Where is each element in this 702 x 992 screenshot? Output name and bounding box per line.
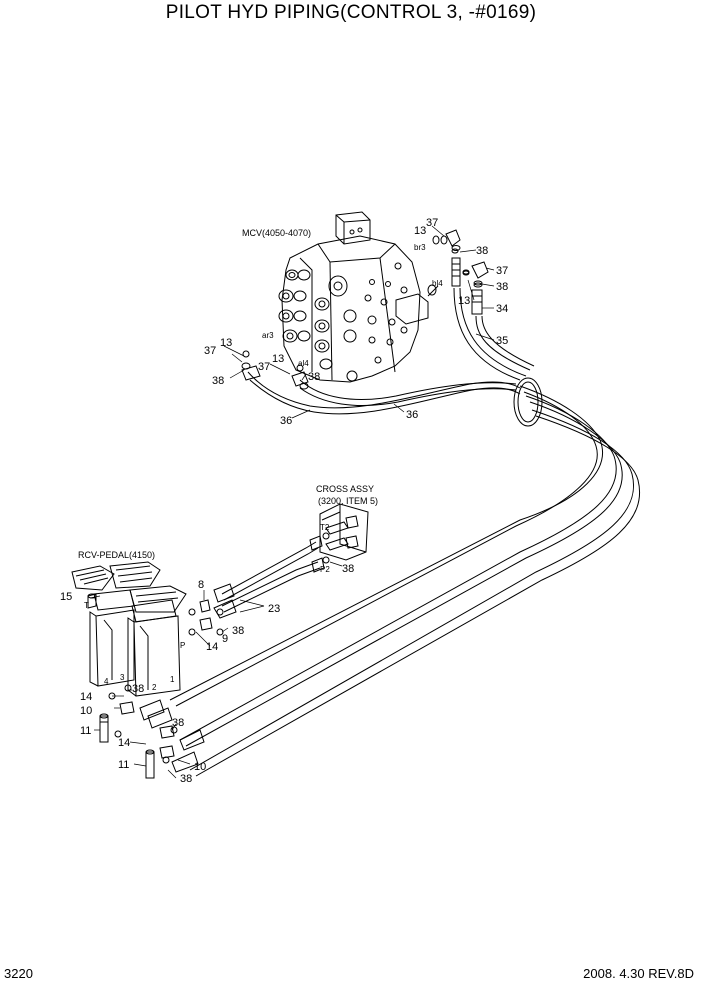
callout-numbers: 13 37 38 37 38 13 34 35 37 13 38 37 13 3… bbox=[60, 217, 508, 785]
port-br3: br3 bbox=[414, 243, 426, 252]
port-t2: T2 bbox=[320, 523, 330, 532]
callout-38: 38 bbox=[232, 625, 244, 637]
port-1: 1 bbox=[170, 675, 175, 684]
callout-37: 37 bbox=[258, 361, 270, 373]
callout-23: 23 bbox=[268, 603, 280, 615]
port-3: 3 bbox=[120, 673, 125, 682]
callout-10: 10 bbox=[80, 705, 92, 717]
callout-34: 34 bbox=[496, 303, 508, 315]
callout-14: 14 bbox=[118, 737, 130, 749]
port-p: P bbox=[180, 641, 185, 650]
leader-lines bbox=[89, 225, 495, 779]
callout-36: 36 bbox=[280, 415, 292, 427]
callout-38: 38 bbox=[132, 683, 144, 695]
o-rings bbox=[188, 235, 483, 636]
callout-38: 38 bbox=[342, 563, 354, 575]
pilot-hoses-23 bbox=[213, 535, 325, 619]
callout-15: 15 bbox=[60, 591, 72, 603]
callout-37: 37 bbox=[426, 217, 438, 229]
port-ar3: ar3 bbox=[262, 331, 274, 340]
mcv-label: MCV(4050-4070) bbox=[242, 228, 311, 238]
callout-37: 37 bbox=[204, 345, 216, 357]
hose-clamp bbox=[513, 377, 543, 427]
pilot-hoses-35 bbox=[453, 287, 535, 381]
port-p2: P2 bbox=[320, 565, 330, 574]
long-pilot-hoses bbox=[169, 385, 640, 777]
callout-10: 10 bbox=[194, 761, 206, 773]
rcv-pedal bbox=[71, 561, 187, 697]
pedal-fittings bbox=[99, 599, 224, 779]
pilot-hoses-36 bbox=[241, 365, 521, 415]
callout-14: 14 bbox=[206, 641, 218, 653]
callout-11: 11 bbox=[118, 759, 129, 771]
callout-9: 9 bbox=[222, 633, 228, 645]
callout-38: 38 bbox=[180, 773, 192, 785]
callout-36: 36 bbox=[406, 409, 418, 421]
callout-13: 13 bbox=[220, 337, 232, 349]
page-number: 3220 bbox=[4, 966, 33, 981]
cross-assy-ref-label: (3200, ITEM 5) bbox=[318, 496, 378, 506]
date-revision: 2008. 4.30 REV.8D bbox=[583, 966, 694, 981]
callout-38: 38 bbox=[212, 375, 224, 387]
port-t: T bbox=[84, 601, 89, 610]
callout-13: 13 bbox=[272, 353, 284, 365]
cross-assy bbox=[319, 503, 369, 561]
cross-assy-label: CROSS ASSY bbox=[316, 484, 374, 494]
rcv-pedal-label: RCV-PEDAL(4150) bbox=[78, 550, 155, 560]
port-labels: br3 bl4 ar3 al4 T2 P2 P 1 2 3 4 T bbox=[84, 243, 443, 692]
callout-14: 14 bbox=[80, 691, 92, 703]
component-labels: MCV(4050-4070) CROSS ASSY (3200, ITEM 5)… bbox=[78, 228, 378, 560]
mcv-valve-body bbox=[278, 211, 439, 383]
port-al4: al4 bbox=[298, 359, 309, 368]
callout-38: 38 bbox=[308, 371, 320, 383]
callout-38: 38 bbox=[172, 717, 184, 729]
port-2: 2 bbox=[152, 683, 157, 692]
callout-35: 35 bbox=[496, 335, 508, 347]
callout-13: 13 bbox=[458, 295, 470, 307]
upper-fittings bbox=[440, 229, 489, 315]
callout-37: 37 bbox=[496, 265, 508, 277]
callout-38: 38 bbox=[496, 281, 508, 293]
callout-11: 11 bbox=[80, 725, 91, 737]
page-title: PILOT HYD PIPING(CONTROL 3, -#0169) bbox=[165, 2, 537, 23]
callout-13: 13 bbox=[414, 225, 426, 237]
port-bl4: bl4 bbox=[432, 279, 443, 288]
callout-8: 8 bbox=[198, 579, 204, 591]
callout-38: 38 bbox=[476, 245, 488, 257]
port-4: 4 bbox=[104, 677, 109, 686]
